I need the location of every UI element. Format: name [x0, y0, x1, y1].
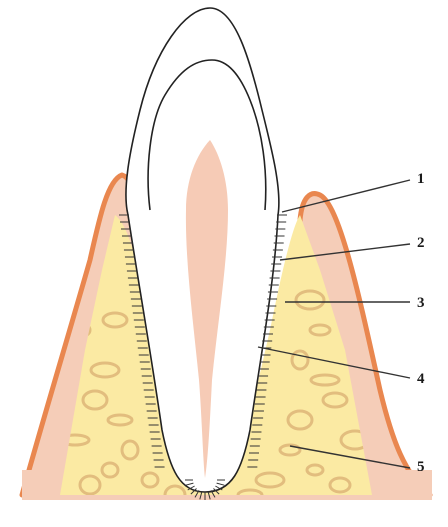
label-1: 1: [417, 172, 425, 187]
label-5: 5: [417, 460, 425, 475]
label-4: 4: [417, 372, 425, 387]
label-3: 3: [417, 296, 425, 311]
label-2: 2: [417, 236, 425, 251]
leader-line-1: [282, 180, 410, 212]
